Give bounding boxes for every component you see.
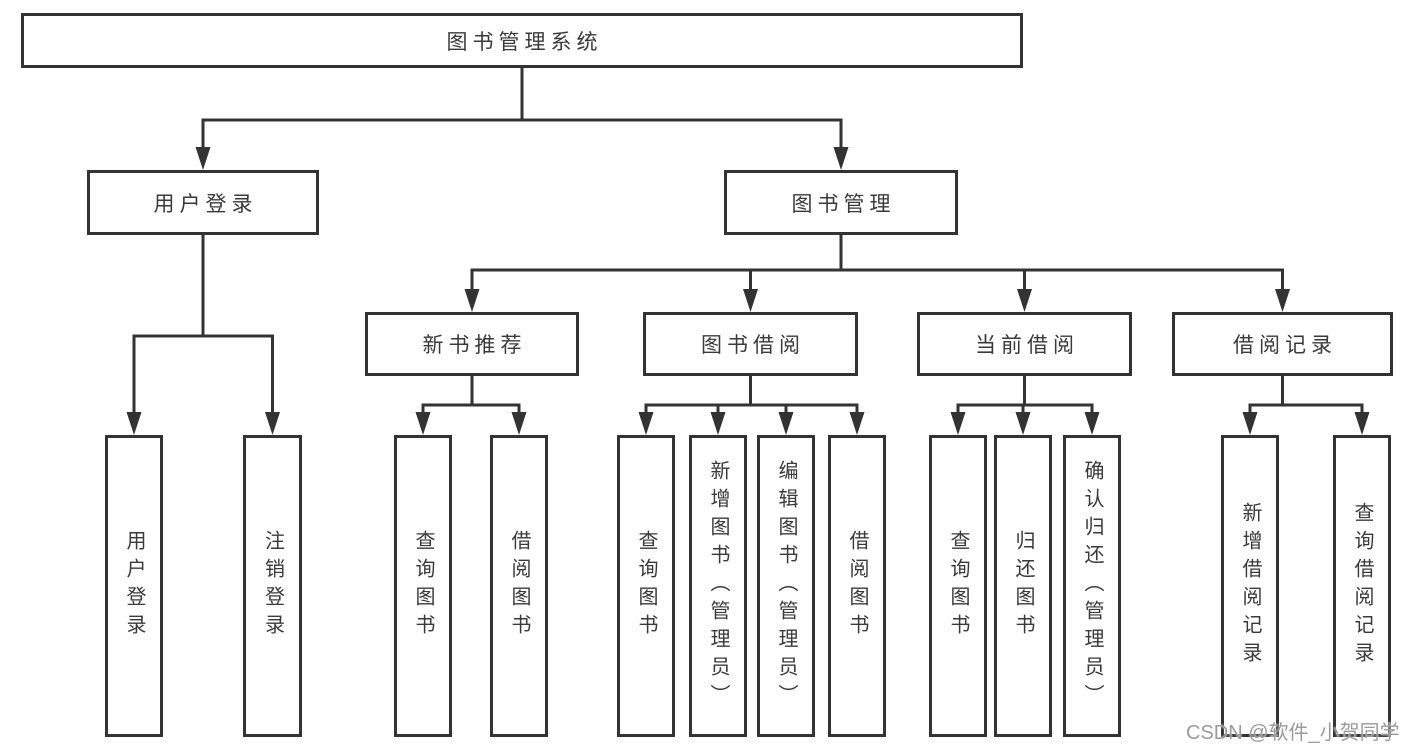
node-book-mgmt: 图书管理 — [724, 170, 958, 235]
node-label-leaf-edit-book: 编辑图书（管理员） — [775, 460, 797, 712]
node-label-borrow-records: 借阅记录 — [1233, 334, 1337, 357]
node-label-leaf-add-record: 新增借阅记录 — [1239, 502, 1261, 670]
node-label-leaf-add-book: 新增图书（管理员） — [707, 460, 729, 712]
node-new-book-rec: 新书推荐 — [365, 312, 579, 376]
connector-from-root — [201, 68, 843, 164]
node-leaf-query-record: 查询借阅记录 — [1333, 435, 1391, 737]
node-label-new-book-rec: 新书推荐 — [422, 334, 527, 357]
node-label-leaf-query-record: 查询借阅记录 — [1351, 502, 1373, 670]
node-label-leaf-borrow-book-2: 借阅图书 — [846, 530, 868, 642]
connector-from-book-borrow — [644, 376, 859, 429]
connector-from-book-mgmt — [470, 235, 1284, 306]
node-leaf-borrow-book-2: 借阅图书 — [828, 435, 886, 737]
node-label-book-mgmt: 图书管理 — [791, 192, 896, 216]
node-leaf-add-record: 新增借阅记录 — [1221, 435, 1279, 737]
node-leaf-confirm-return: 确认归还（管理员） — [1063, 435, 1121, 737]
node-label-leaf-query-book-3: 查询图书 — [947, 530, 969, 642]
node-label-book-borrow: 图书借阅 — [701, 334, 805, 357]
node-label-leaf-query-book-1: 查询图书 — [412, 530, 434, 642]
node-borrow-records: 借阅记录 — [1172, 312, 1393, 376]
node-label-leaf-confirm-return: 确认归还（管理员） — [1081, 460, 1103, 712]
node-label-current-borrow: 当前借阅 — [975, 334, 1079, 357]
connector-from-user-login — [132, 235, 274, 429]
node-user-login: 用户登录 — [87, 170, 319, 235]
node-leaf-query-book-2: 查询图书 — [617, 435, 675, 737]
node-leaf-query-book-1: 查询图书 — [394, 435, 452, 737]
node-leaf-add-book: 新增图书（管理员） — [689, 435, 747, 737]
node-leaf-user-login: 用户登录 — [105, 435, 163, 737]
node-label-leaf-logout: 注销登录 — [261, 530, 284, 642]
csdn-watermark: CSDN @软件_小贺同学 — [1186, 722, 1400, 744]
node-label-leaf-query-book-2: 查询图书 — [635, 530, 657, 642]
node-current-borrow: 当前借阅 — [917, 312, 1132, 376]
node-root: 图书管理系统 — [21, 13, 1023, 68]
node-leaf-borrow-book-1: 借阅图书 — [490, 435, 548, 737]
node-label-user-login: 用户登录 — [153, 192, 258, 216]
node-label-leaf-user-login: 用户登录 — [123, 530, 145, 642]
node-leaf-query-book-3: 查询图书 — [929, 435, 987, 737]
node-label-leaf-return-book: 归还图书 — [1012, 530, 1034, 642]
connector-from-new-book-rec — [421, 376, 521, 429]
node-leaf-edit-book: 编辑图书（管理员） — [757, 435, 815, 737]
node-book-borrow: 图书借阅 — [643, 312, 858, 376]
node-leaf-return-book: 归还图书 — [994, 435, 1052, 737]
node-leaf-logout: 注销登录 — [243, 435, 302, 737]
node-label-root: 图书管理系统 — [446, 30, 603, 54]
connector-from-borrow-records — [1248, 376, 1364, 429]
connector-from-current-borrow — [956, 376, 1094, 429]
node-label-leaf-borrow-book-1: 借阅图书 — [508, 530, 530, 642]
